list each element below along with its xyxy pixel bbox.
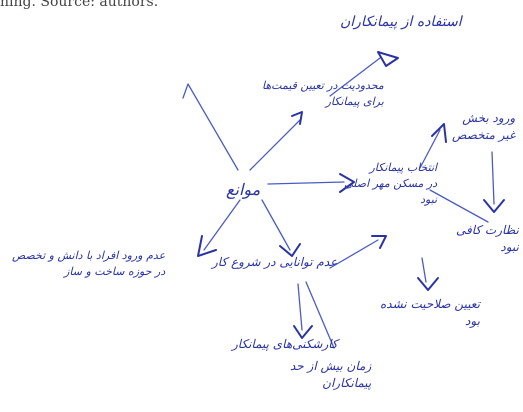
arrowhead-rightupper bbox=[431, 123, 447, 143]
arrowhead-rightlower bbox=[483, 199, 505, 213]
arrowhead-topmiddle bbox=[291, 111, 303, 125]
connector-bottomcenter-right bbox=[329, 239, 379, 269]
node-right-middle: انتخاب پیمانکار در مسکن مهر اصلی نبود bbox=[344, 161, 438, 206]
node-bottom-mid: کارشکنی‌های پیمانکار bbox=[232, 337, 338, 351]
node-left-branch: عدم ورود افراد با دانش و تخصص در حوزه سا… bbox=[12, 249, 166, 278]
connector-center-left bbox=[203, 199, 241, 251]
connector-center-topleft bbox=[182, 83, 239, 171]
connector-bottomcenter-bottomlow bbox=[305, 281, 335, 349]
arrowhead-bottomcenter bbox=[279, 243, 301, 257]
figure-caption: ning. Source: authors. bbox=[0, 0, 159, 10]
node-top-right: استفاده از پیمانکاران bbox=[340, 14, 462, 30]
connector-center-right bbox=[267, 181, 345, 185]
connector-right-rightupper bbox=[419, 129, 441, 169]
connector-rightupper-rightlower bbox=[491, 151, 495, 205]
arrowhead-bottomcenter-right bbox=[371, 235, 387, 249]
arrowhead-right bbox=[339, 173, 355, 193]
arrowhead-bottomright bbox=[417, 277, 439, 291]
connector-topmiddle-topright bbox=[329, 57, 381, 97]
node-bottom-low: زمان بیش از حد پیمانکاران bbox=[290, 359, 372, 391]
arrowhead-topright bbox=[377, 51, 399, 67]
connector-right-rightlower2 bbox=[429, 189, 489, 223]
arrowhead-bottommid bbox=[293, 325, 313, 339]
connector-center-bottomcenter bbox=[261, 199, 291, 251]
node-bottom-right: تعیین صلاحیت نشده بود bbox=[380, 297, 480, 329]
connector-center-topmiddle bbox=[249, 119, 301, 171]
node-right-lower: نظارت کافی نبود bbox=[456, 223, 519, 255]
connector-right-bottomright bbox=[421, 257, 427, 283]
node-center: موانع bbox=[226, 180, 261, 199]
node-top-middle: محدودیت در تعیین قیمت‌ها برای پیمانکار bbox=[262, 79, 384, 108]
arrowhead-left bbox=[197, 235, 217, 257]
node-right-upper: ورود بخش غیر متخصص bbox=[452, 111, 516, 143]
connector-bottomcenter-bottommid bbox=[297, 283, 303, 331]
node-bottom-center: عدم توانایی در شروع کار bbox=[212, 255, 338, 269]
